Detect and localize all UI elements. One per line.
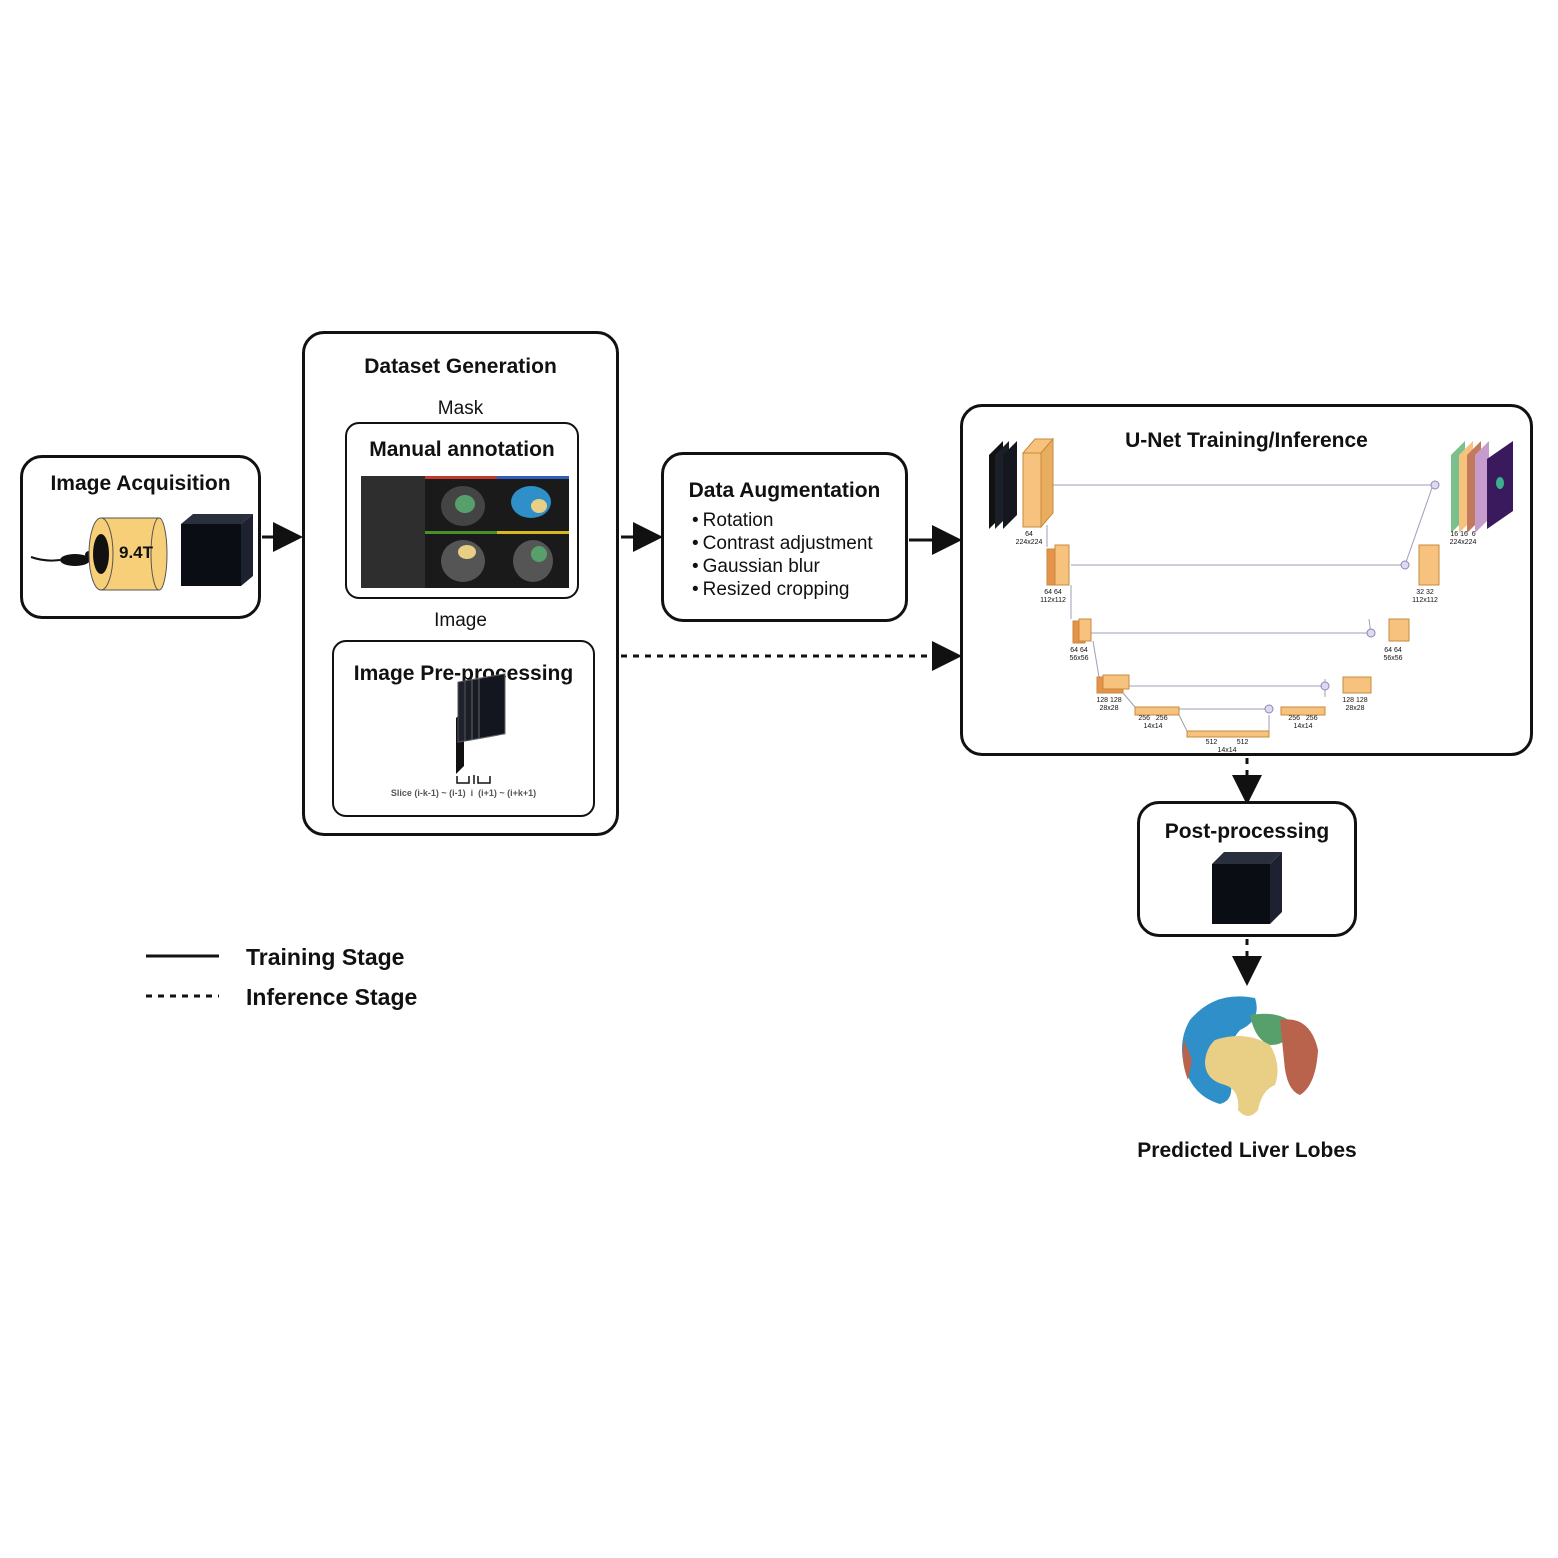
mri-scanner-icon <box>88 517 168 591</box>
unet-label-dec3-size: 56x56 <box>1383 655 1403 662</box>
augmentation-list: Rotation Contrast adjustment Gaussian bl… <box>692 509 873 601</box>
unet-label-enc2: 64 64 <box>1044 589 1062 596</box>
unet-architecture <box>989 437 1513 738</box>
augmentation-item: Rotation <box>692 509 873 532</box>
unet-label-enc3: 64 64 <box>1070 647 1088 654</box>
unet-label-dec2: 32 32 <box>1416 589 1434 596</box>
unet-label-dec4: 128 128 <box>1342 697 1368 704</box>
unet-label-dec4-size: 28x28 <box>1345 705 1365 712</box>
dataset-generation-box: Dataset Generation Mask Manual annotatio… <box>302 331 619 836</box>
image-preprocessing-box: Image Pre-processing Slice (i-k-1) ~ (i-… <box>332 640 595 817</box>
unet-label-enc3-size: 56x56 <box>1069 655 1089 662</box>
unet-label-bottleneck-size: 14x14 <box>1217 747 1237 754</box>
unet-label-dec1-size: 224x224 <box>1449 539 1477 546</box>
field-strength-label: 9.4T <box>118 543 154 562</box>
input-slice-stack <box>989 441 1017 529</box>
augmentation-item: Contrast adjustment <box>692 532 873 555</box>
slice-caption: Slice (i-k-1) ~ (i-1) i (i+1) ~ (i+k+1) <box>390 788 537 798</box>
unet-label-enc5: 256 256 <box>1138 715 1168 722</box>
unet-label-enc1-size: 224x224 <box>1015 539 1043 546</box>
unet-label-dec1: 16 16 6 <box>1450 531 1476 538</box>
mask-label: Mask <box>437 398 484 419</box>
legend-training-label: Training Stage <box>246 944 405 970</box>
post-processing-title: Post-processing <box>1164 820 1330 843</box>
manual-annotation-box: Manual annotation <box>345 422 579 599</box>
image-acquisition-box: Image Acquisition 9.4T <box>20 455 261 619</box>
data-augmentation-title: Data Augmentation <box>688 479 881 502</box>
unet-label-enc4-size: 28x28 <box>1099 705 1119 712</box>
image-preprocessing-title: Image Pre-processing <box>353 662 574 685</box>
unet-title: U-Net Training/Inference <box>1125 429 1368 452</box>
manual-annotation-title: Manual annotation <box>369 438 555 461</box>
unet-label-enc2-size: 112x112 <box>1040 597 1066 604</box>
data-augmentation-box: Data Augmentation Rotation Contrast adju… <box>661 452 908 622</box>
unet-label-dec5-size: 14x14 <box>1293 723 1313 730</box>
acquisition-graphic <box>30 514 253 591</box>
annotation-software-screenshot <box>361 476 569 588</box>
image-label: Image <box>434 610 487 631</box>
unet-label-enc5-size: 14x14 <box>1143 723 1163 730</box>
augmentation-item: Gaussian blur <box>692 555 873 578</box>
post-processing-box: Post-processing <box>1137 801 1357 937</box>
unet-label-dec5: 256 256 <box>1288 715 1318 722</box>
predicted-liver-lobes-title: Predicted Liver Lobes <box>1137 1139 1357 1162</box>
image-acquisition-title: Image Acquisition <box>50 472 231 495</box>
output-segmentation-stack <box>1451 441 1513 533</box>
unet-label-dec2-size: 112x112 <box>1412 597 1438 604</box>
dataset-generation-title: Dataset Generation <box>364 355 557 378</box>
unet-label-enc1: 64 <box>1025 531 1033 538</box>
augmentation-item: Resized cropping <box>692 578 873 601</box>
post-processing-volume-cube <box>1212 852 1282 924</box>
unet-label-enc4: 128 128 <box>1096 697 1122 704</box>
mouse-icon <box>30 551 93 566</box>
legend-inference-label: Inference Stage <box>246 984 418 1010</box>
unet-label-dec3: 64 64 <box>1384 647 1402 654</box>
slice-stack-graphic <box>456 673 506 784</box>
unet-box: U-Net Training/Inference <box>960 404 1533 756</box>
unet-label-bottleneck: 512 512 <box>1205 739 1249 746</box>
volume-cube-icon <box>181 514 253 586</box>
